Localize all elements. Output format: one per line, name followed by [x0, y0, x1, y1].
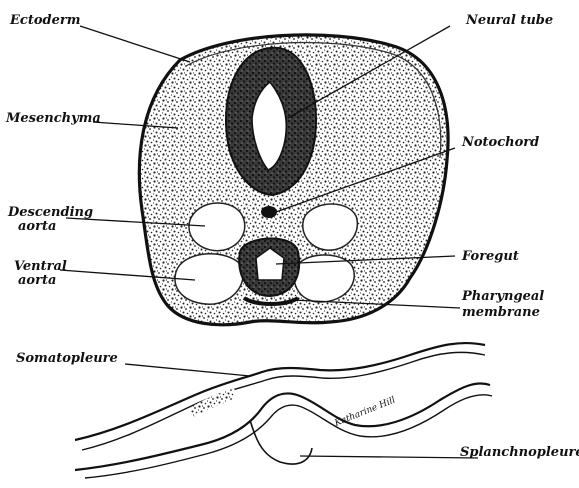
- label-pharyngeal-line2: membrane: [462, 305, 540, 320]
- leader-ectoderm: [80, 26, 190, 62]
- label-ventral-aorta-line1: Ventral: [14, 259, 67, 274]
- leader-splanchnopleure: [300, 456, 478, 458]
- splanchnopleure-fold: [250, 420, 312, 464]
- somatopleure-inner-line: [82, 352, 485, 450]
- embryo-section: [139, 35, 448, 325]
- label-ectoderm: Ectoderm: [9, 13, 80, 28]
- label-ventral-aorta-line2: aorta: [18, 273, 56, 288]
- label-mesenchyma: Mesenchyma: [5, 111, 101, 126]
- notochord: [261, 206, 277, 218]
- label-foregut: Foregut: [461, 249, 519, 264]
- label-descending-aorta-line2: aorta: [18, 219, 56, 234]
- label-neural-tube: Neural tube: [465, 13, 553, 28]
- descending-aorta-left: [189, 203, 245, 251]
- leader-somatopleure: [125, 364, 250, 376]
- label-somatopleure: Somatopleure: [16, 351, 118, 366]
- label-descending-aorta-line1: Descending: [7, 205, 93, 220]
- label-pharyngeal-line1: Pharyngeal: [461, 289, 544, 304]
- label-splanchnopleure: Splanchnopleure: [460, 445, 579, 460]
- splanchnopleure-inner-line: [85, 395, 492, 478]
- descending-aorta-right: [303, 204, 358, 250]
- label-notochord: Notochord: [461, 135, 539, 150]
